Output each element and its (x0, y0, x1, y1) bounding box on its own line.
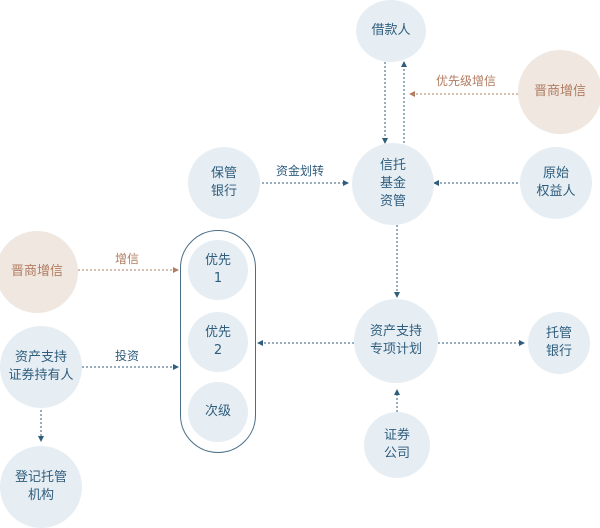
node-abs-plan: 资产支持 专项计划 (354, 299, 438, 383)
node-trust: 信托 基金 资管 (352, 143, 434, 225)
node-jinshang-left-label: 晋商增信 (10, 264, 63, 279)
node-securities-firm: 证券 公司 (364, 412, 430, 478)
node-jinshang-top-label: 晋商增信 (533, 84, 586, 99)
node-trustee-bank-label: 托管 银行 (545, 326, 572, 359)
node-subordinate: 次级 (188, 382, 248, 442)
node-jinshang-top: 晋商增信 (518, 50, 600, 134)
node-trust-label: 信托 基金 资管 (379, 158, 406, 209)
node-registry: 登记托管 机构 (0, 446, 82, 528)
node-trustee-bank: 托管 银行 (528, 312, 590, 374)
tranche-capsule (180, 230, 256, 453)
node-registry-label: 登记托管 机构 (14, 470, 67, 503)
node-priority-1: 优先 1 (188, 240, 248, 300)
node-original-owner: 原始 权益人 (520, 147, 592, 219)
node-custodian-bank-label: 保管 银行 (210, 166, 237, 199)
node-custodian-bank: 保管 银行 (188, 147, 260, 219)
node-abs-holder-label: 资产支持 证券持有人 (8, 350, 74, 383)
node-borrower-label: 借款人 (371, 23, 411, 38)
node-borrower: 借款人 (356, 0, 426, 62)
edge-label-credit-enhancement: 增信 (115, 252, 140, 266)
edge-label-fund-transfer: 资金划转 (276, 164, 325, 178)
node-priority-2: 优先 2 (188, 312, 248, 372)
edge-label-investment: 投资 (115, 349, 140, 363)
node-securities-firm-label: 证券 公司 (383, 428, 410, 461)
node-abs-holder: 资产支持 证券持有人 (0, 326, 82, 408)
node-original-owner-label: 原始 权益人 (536, 166, 576, 199)
node-abs-plan-label: 资产支持 专项计划 (369, 324, 422, 357)
node-priority-2-label: 优先 2 (204, 325, 231, 358)
node-priority-1-label: 优先 1 (204, 253, 231, 286)
node-subordinate-label: 次级 (204, 404, 231, 419)
node-jinshang-left: 晋商增信 (0, 231, 78, 313)
edge-label-priority-credit: 优先级增信 (436, 74, 497, 88)
